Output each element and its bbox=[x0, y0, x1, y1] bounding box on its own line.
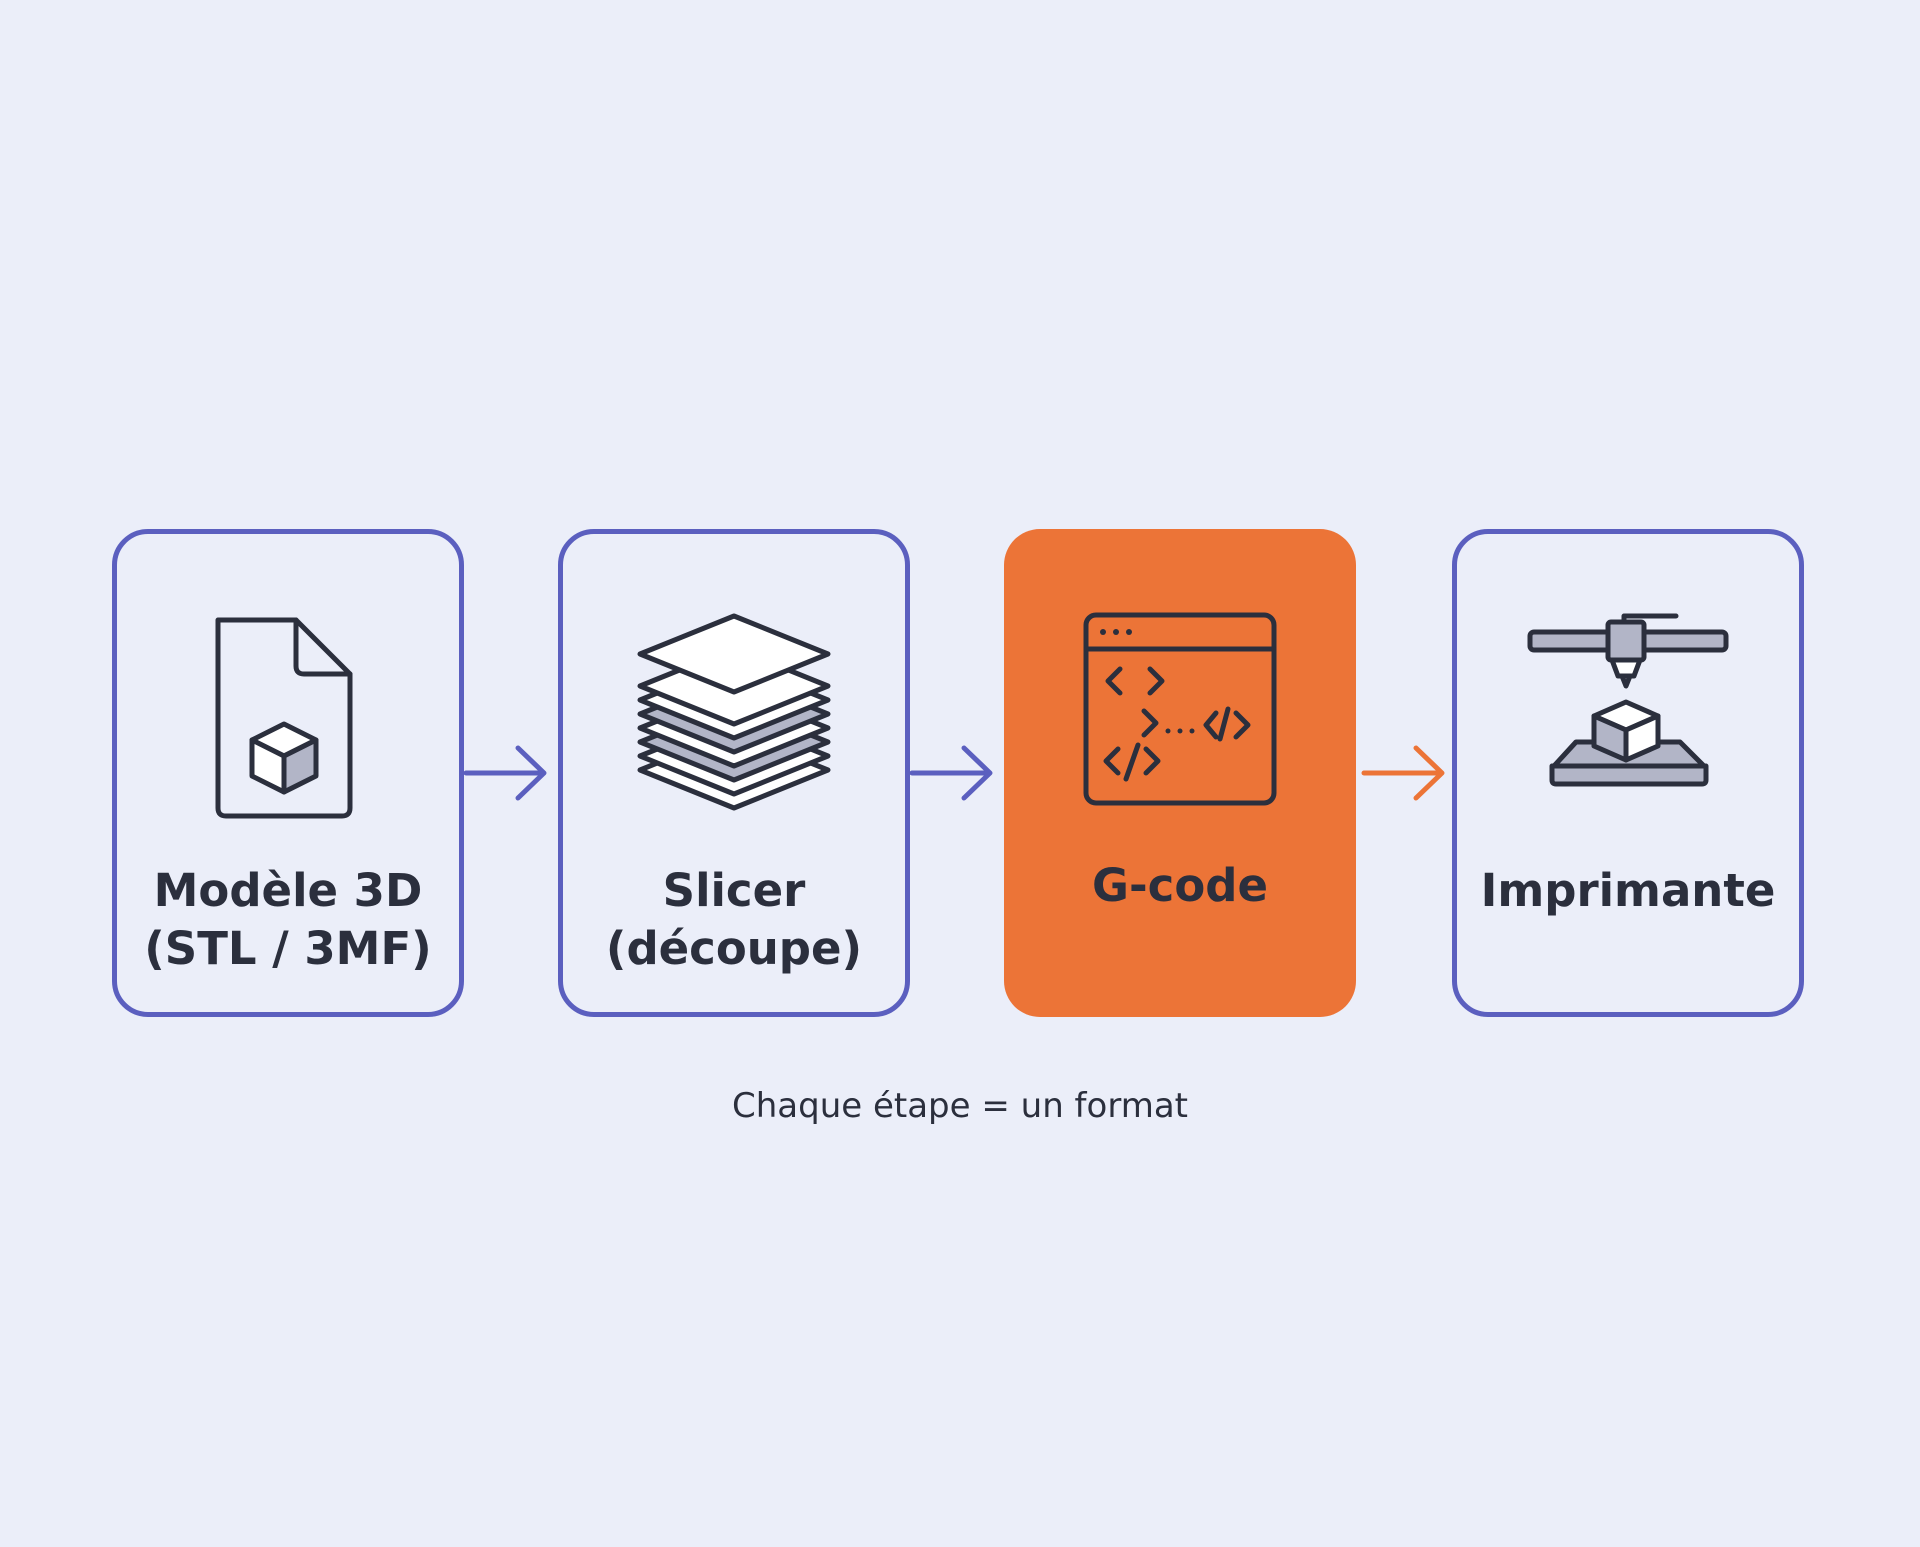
caption: Chaque étape = un format bbox=[731, 1086, 1188, 1126]
step-label: Modèle 3D (STL / 3MF) bbox=[144, 864, 432, 975]
step-printer: Imprimante bbox=[1452, 529, 1804, 1017]
layers-stack-icon bbox=[624, 602, 844, 822]
3d-printer-icon bbox=[1518, 602, 1738, 822]
step-g-code: G-code bbox=[1004, 529, 1356, 1017]
step-label: G-code bbox=[1092, 859, 1268, 912]
step-3d-model: Modèle 3D (STL / 3MF) bbox=[112, 529, 464, 1017]
arrow-right-icon bbox=[462, 730, 552, 816]
step-label: Slicer (découpe) bbox=[605, 864, 863, 975]
code-window-icon bbox=[1070, 597, 1290, 817]
step-slicer: Slicer (découpe) bbox=[558, 529, 910, 1017]
arrow-right-icon bbox=[908, 730, 998, 816]
arrow-right-icon bbox=[1360, 730, 1450, 816]
file-3d-model-icon bbox=[178, 602, 398, 822]
step-label: Imprimante bbox=[1480, 864, 1776, 917]
